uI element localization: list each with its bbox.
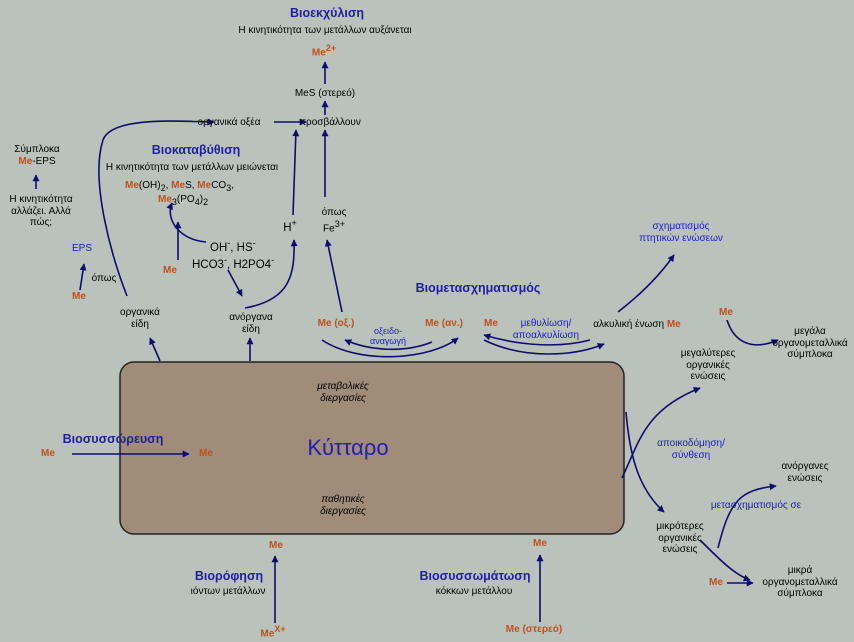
arrow-hplus-to-attack [292,129,300,216]
precipitates-line1: Me(OH)2, MeS, MeCO3, [125,180,234,193]
bioprecipitation-metal: Me [163,265,177,276]
degradation-synthesis: αποικοδόμηση/σύνθεση [657,438,725,461]
alkyl-compound: αλκυλική ένωση Me [593,319,681,330]
methylation-metal: Me [484,318,498,329]
eps-metal: Me [72,291,86,302]
bioaccumulation-metal-out: Me [41,448,55,459]
biosorption-metal: Me [269,540,283,551]
oxidized-metal: Me (οξ.) [317,318,355,329]
arrow-transform-to-inorganic [717,483,777,549]
bioleaching-metal-ion: Me2+ [311,43,337,59]
biosorption-title: Βιορόφηση [194,569,264,583]
arrow-anions-to-precipitates [166,202,207,243]
arrow-alkyl-to-volatile [617,254,675,313]
arrow-me-to-eps [79,263,87,291]
eps-label: EPS [71,243,93,254]
particles-subtitle: κόκκων μετάλλου [435,586,513,597]
right-metal-bottom: Me [709,577,723,588]
transformation-label: μετασχηματισμός σε [710,500,802,511]
biotransformation-title: Βιομετασχηματισμός [415,281,541,295]
solid-metal: Me (στερεό) [505,624,563,635]
arrow-cell-to-organic [149,337,161,362]
right-metal-top: Me [719,307,733,318]
arrow-redox-back [344,339,433,351]
anions-line1: OH-, HS- [210,238,256,254]
eps-via-label: όπως [91,273,117,284]
cell-title: Κύτταρο [307,435,389,460]
methylation-label: μεθυλίωση/απoαλκυλίωση [512,318,580,341]
anions-line2: HCO3-, H2PO4- [192,255,275,271]
redox-label: οξειδο-αναγωγή [370,326,406,347]
arrow-methyl-forward [483,339,605,355]
organic-acids-label: οργανικά οξέα [197,117,261,128]
cell-body [119,361,625,535]
solid-metal-sulfide: MeS (στερεό) [294,88,356,99]
bioleaching-subtitle: Η κινητικότητα των μετάλλων αυξάνεται [238,25,412,36]
arrow-anions-to-inorganic [227,269,243,297]
proton-label: H+ [283,218,297,234]
bioaccumulation-metal-in: Me [199,448,213,459]
bioprecipitation-subtitle: Η κινητικότητα των μετάλλων μειώνεται [105,162,279,173]
arrow-me-to-large-complex [726,319,779,346]
biosorption-subtitle: ιόντων μετάλλων [190,586,266,597]
bioaccumulation-title: Βιοσυσσώρευση [62,432,164,446]
bioprecipitation-title: Βιοκαταβύθιση [151,143,241,157]
particles-title: Βιοσυσσωμάτωση [419,569,531,583]
arrow-methyl-back [483,333,591,346]
bioleaching-title: Βιοεκχύλιση [289,6,365,20]
arrow-organic-species-to-acids [98,118,215,297]
arrow-cell-to-larger [621,387,701,479]
precipitates-line2: Me3(PO4)2 [158,194,209,207]
reduced-metal: Me (αν.) [425,318,463,329]
arrow-cell-to-smaller [625,411,665,513]
biosorption-metal-ion: MeX+ [260,624,286,640]
arrow-smaller-to-small-complex [699,539,751,582]
arrow-inorganic-to-hplus [244,239,298,309]
attack-label: προσβάλλουν [299,117,361,128]
arrow-meox-to-fe [324,239,343,313]
arrow-redox-forward [321,337,459,358]
particles-metal: Me [533,538,547,549]
